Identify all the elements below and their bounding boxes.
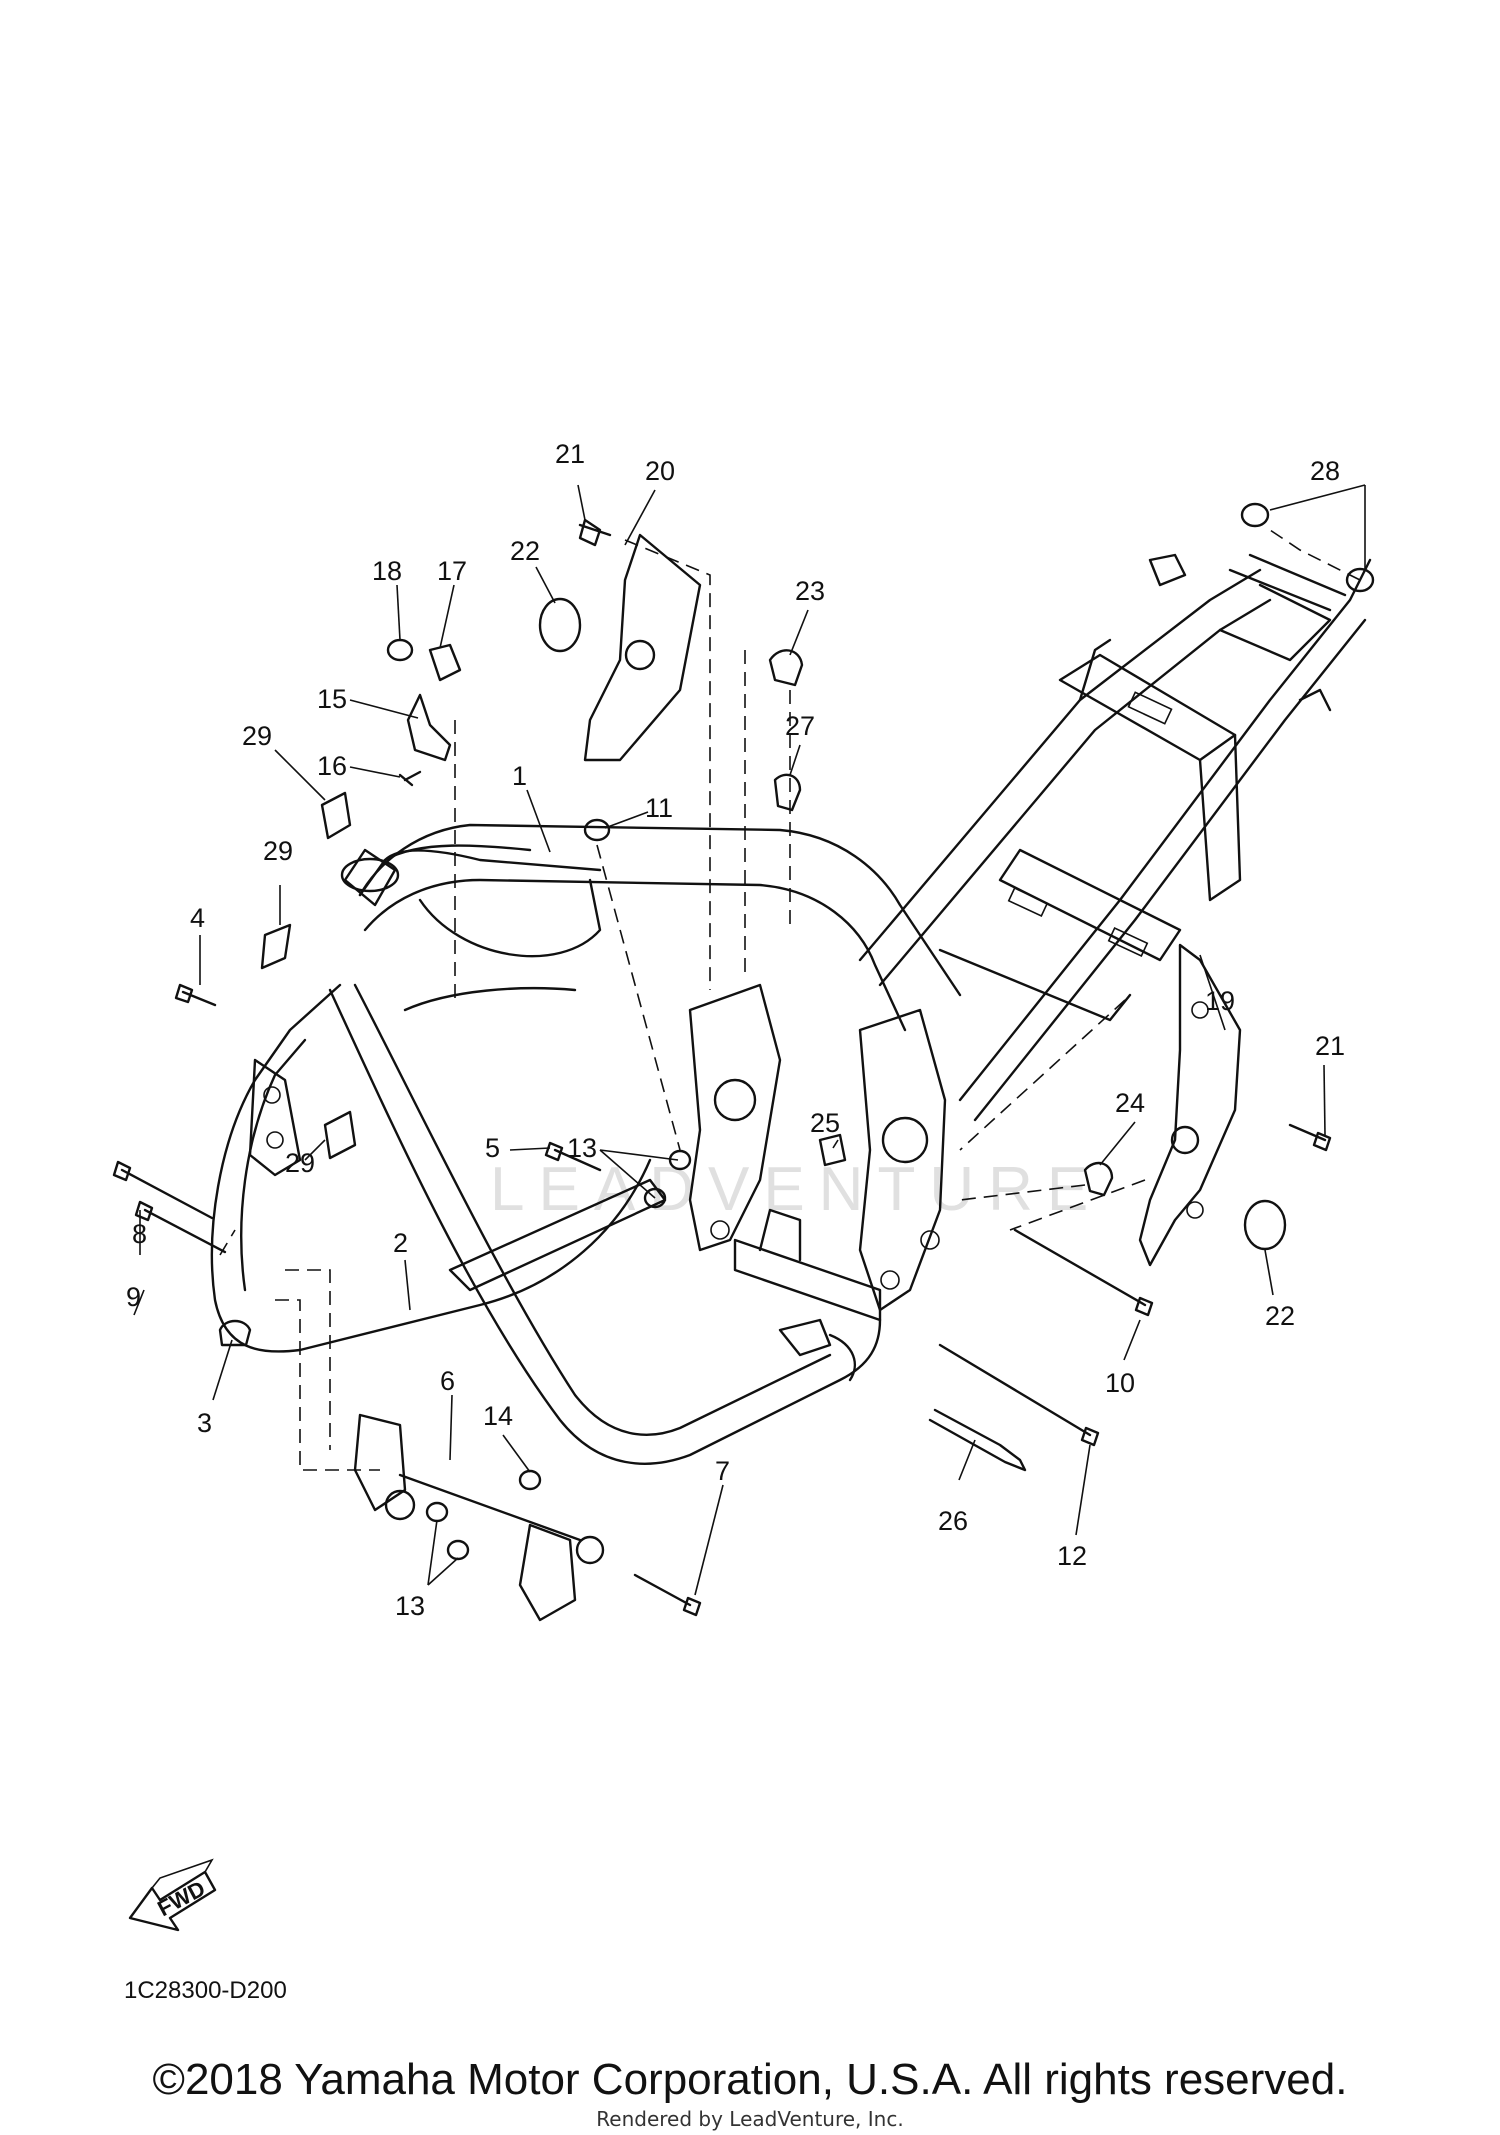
callout-25: 25 bbox=[810, 1108, 840, 1138]
callout-17: 17 bbox=[437, 556, 467, 586]
callout-26: 26 bbox=[938, 1506, 968, 1536]
callout-13b: 13 bbox=[395, 1591, 425, 1621]
rendered-by-notice: Rendered by LeadVenture, Inc. bbox=[596, 2107, 904, 2131]
callout-8: 8 bbox=[132, 1219, 147, 1249]
copyright-notice: ©2018 Yamaha Motor Corporation, U.S.A. A… bbox=[152, 2055, 1348, 2104]
callout-20: 20 bbox=[645, 456, 675, 486]
callout-12: 12 bbox=[1057, 1541, 1087, 1571]
fwd-label: FWD bbox=[153, 1876, 209, 1922]
watermark: LEADVENTURE bbox=[490, 1155, 1102, 1224]
callout-22a: 22 bbox=[510, 536, 540, 566]
callout-1: 1 bbox=[512, 761, 527, 791]
component-parts bbox=[112, 502, 1375, 1622]
callout-5: 5 bbox=[485, 1133, 500, 1163]
callout-22b: 22 bbox=[1265, 1301, 1295, 1331]
callout-13a: 13 bbox=[567, 1133, 597, 1163]
callout-11: 11 bbox=[645, 793, 673, 823]
callout-29a: 29 bbox=[242, 721, 272, 751]
callout-6: 6 bbox=[440, 1366, 455, 1396]
callout-29b: 29 bbox=[263, 836, 293, 866]
callout-2: 2 bbox=[393, 1228, 408, 1258]
callout-23: 23 bbox=[795, 576, 825, 606]
callout-3: 3 bbox=[197, 1408, 212, 1438]
callout-29c: 29 bbox=[285, 1148, 315, 1178]
rear-frame bbox=[858, 553, 1372, 1122]
callout-7: 7 bbox=[715, 1456, 730, 1486]
callout-27: 27 bbox=[785, 711, 815, 741]
callout-15: 15 bbox=[317, 684, 347, 714]
callout-10: 10 bbox=[1105, 1368, 1135, 1398]
callout-14: 14 bbox=[483, 1401, 513, 1431]
callout-4: 4 bbox=[190, 903, 205, 933]
fwd-arrow-icon: FWD bbox=[128, 1858, 217, 1932]
callout-18: 18 bbox=[372, 556, 402, 586]
callout-28: 28 bbox=[1310, 456, 1340, 486]
leader-lines bbox=[133, 484, 1366, 1596]
callout-24: 24 bbox=[1115, 1088, 1145, 1118]
callout-19: 19 bbox=[1205, 986, 1235, 1016]
callout-16: 16 bbox=[317, 751, 347, 781]
callout-labels: 1 2 3 4 5 6 7 8 9 10 11 12 13 13 14 15 1… bbox=[126, 439, 1345, 1621]
drawing-code: 1C28300-D200 bbox=[124, 1977, 287, 2004]
assembly-guide-lines bbox=[219, 529, 1361, 1471]
main-frame bbox=[210, 823, 962, 1465]
callout-21a: 21 bbox=[555, 439, 585, 469]
callout-9: 9 bbox=[126, 1282, 141, 1312]
callout-21b: 21 bbox=[1315, 1031, 1345, 1061]
